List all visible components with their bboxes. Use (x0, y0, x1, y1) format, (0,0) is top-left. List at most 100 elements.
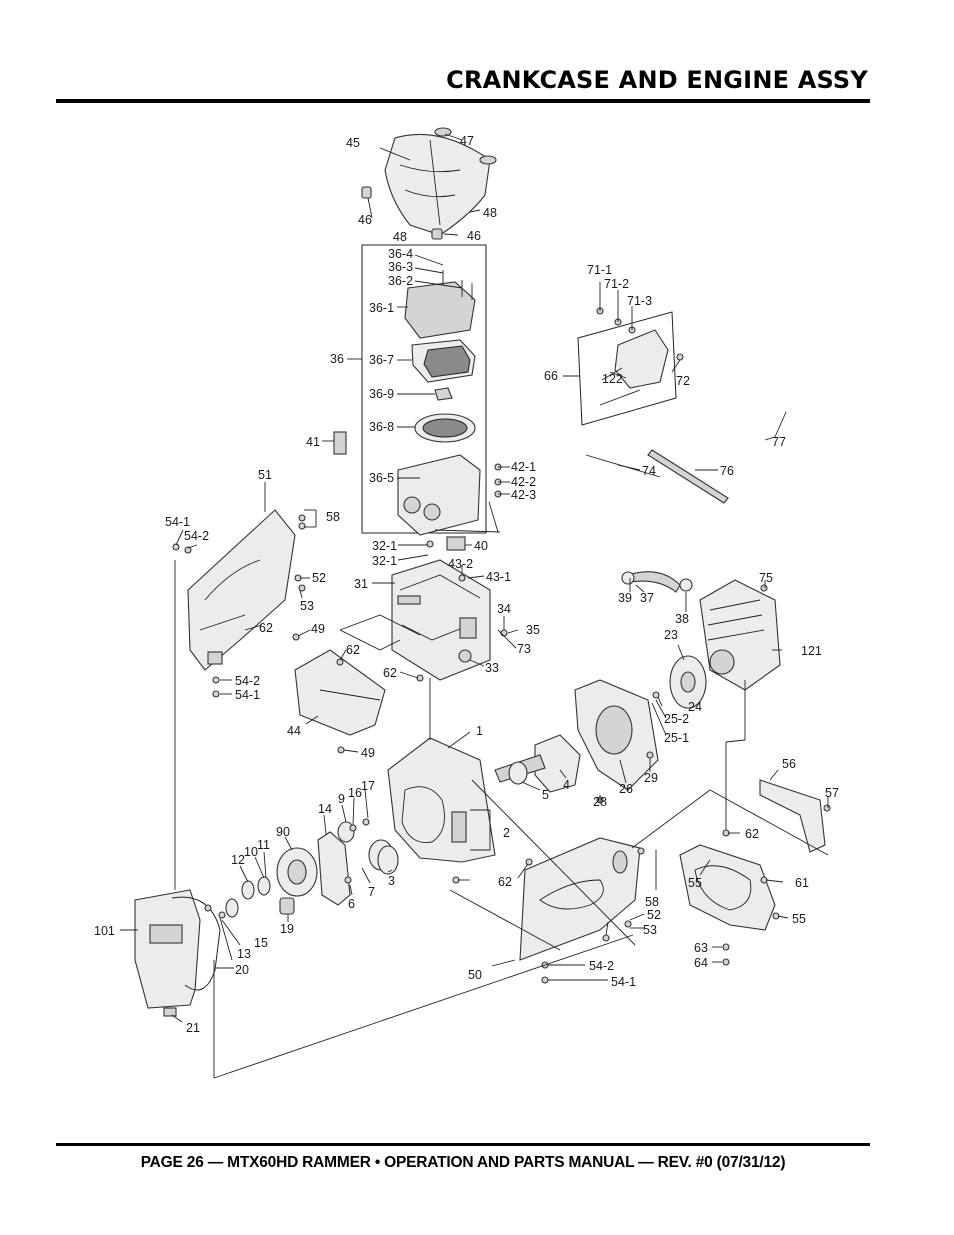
callout-31: 31 (354, 577, 368, 591)
callout-9: 9 (338, 792, 345, 806)
callout-45: 45 (346, 136, 360, 150)
callout-54-1: 54-1 (611, 975, 636, 989)
callout-44: 44 (287, 724, 301, 738)
callout-37: 37 (640, 591, 654, 605)
callout-53: 53 (643, 923, 657, 937)
callout-40: 40 (474, 539, 488, 553)
page-title: CRANKCASE AND ENGINE ASSY (446, 66, 868, 94)
callout-62: 62 (259, 621, 273, 635)
callout-62: 62 (383, 666, 397, 680)
callout-12: 12 (231, 853, 245, 867)
footer-rule (56, 1143, 870, 1146)
callout-16: 16 (348, 786, 362, 800)
callout-19: 19 (280, 922, 294, 936)
callout-53: 53 (300, 599, 314, 613)
callout-42-2: 42-2 (511, 475, 536, 489)
callout-6: 6 (348, 897, 355, 911)
callout-121: 121 (801, 644, 822, 658)
assembly-lines (120, 133, 829, 1079)
callout-3: 3 (388, 874, 395, 888)
callout-62: 62 (498, 875, 512, 889)
callout-39: 39 (618, 591, 632, 605)
callout-61: 61 (795, 876, 809, 890)
callout-14: 14 (318, 802, 332, 816)
part-illustrations (134, 127, 831, 1017)
callout-35: 35 (526, 623, 540, 637)
callout-49: 49 (361, 746, 375, 760)
callout-63: 63 (694, 941, 708, 955)
callout-36: 36 (330, 352, 344, 366)
callout-43-2: 43-2 (448, 557, 473, 571)
callout-46: 46 (467, 229, 481, 243)
callout-47: 47 (460, 134, 474, 148)
callout-73: 73 (517, 642, 531, 656)
callout-64: 64 (694, 956, 708, 970)
header-rule (56, 99, 870, 103)
callout-55: 55 (792, 912, 806, 926)
callout-49: 49 (311, 622, 325, 636)
callout-54-2: 54-2 (589, 959, 614, 973)
callout-42-1: 42-1 (511, 460, 536, 474)
callout-58: 58 (326, 510, 340, 524)
callout-32-1: 32-1 (372, 539, 397, 553)
callout-32-1: 32-1 (372, 554, 397, 568)
callout-51: 51 (258, 468, 272, 482)
callout-74: 74 (642, 464, 656, 478)
callout-21: 21 (186, 1021, 200, 1035)
callout-36-1: 36-1 (369, 301, 394, 315)
callout-5: 5 (542, 788, 549, 802)
callout-10: 10 (244, 845, 258, 859)
callout-34: 34 (497, 602, 511, 616)
page-footer: PAGE 26 — MTX60HD RAMMER • OPERATION AND… (140, 1154, 786, 1171)
callout-62: 62 (745, 827, 759, 841)
callout-24: 24 (688, 700, 702, 714)
callout-58: 58 (645, 895, 659, 909)
callout-71-2: 71-2 (604, 277, 629, 291)
callout-36-9: 36-9 (369, 387, 394, 401)
callout-15: 15 (254, 936, 268, 950)
callout-36-7: 36-7 (369, 353, 394, 367)
callout-122: 122 (602, 372, 623, 386)
callout-71-3: 71-3 (627, 294, 652, 308)
callout-36-2: 36-2 (388, 274, 413, 288)
callout-55: 55 (688, 876, 702, 890)
callout-50: 50 (468, 968, 482, 982)
callout-76: 76 (720, 464, 734, 478)
callout-77: 77 (772, 435, 786, 449)
callout-41: 41 (306, 435, 320, 449)
callout-101: 101 (94, 924, 115, 938)
callout-42-3: 42-3 (511, 488, 536, 502)
callout-52: 52 (312, 571, 326, 585)
callout-25-2: 25-2 (664, 712, 689, 726)
callout-71-1: 71-1 (587, 263, 612, 277)
callout-36-3: 36-3 (388, 260, 413, 274)
callout-1: 1 (476, 724, 483, 738)
callout-75: 75 (759, 571, 773, 585)
callout-54-2: 54-2 (184, 529, 209, 543)
callout-4: 4 (563, 778, 570, 792)
callout-46: 46 (358, 213, 372, 227)
callout-90: 90 (276, 825, 290, 839)
callout-66: 66 (544, 369, 558, 383)
callout-7: 7 (368, 885, 375, 899)
callout-52: 52 (647, 908, 661, 922)
callout-57: 57 (825, 786, 839, 800)
callout-43-1: 43-1 (486, 570, 511, 584)
callout-labels: 45 47 46 48 48 46 36-4 36-3 36-2 36-1 36… (94, 134, 839, 1035)
callout-36-8: 36-8 (369, 420, 394, 434)
callout-36-5: 36-5 (369, 471, 394, 485)
callout-25-1: 25-1 (664, 731, 689, 745)
callout-54-1: 54-1 (235, 688, 260, 702)
callout-62: 62 (346, 643, 360, 657)
callout-28: 28 (593, 795, 607, 809)
callout-17: 17 (361, 779, 375, 793)
callout-38: 38 (675, 612, 689, 626)
callout-56: 56 (782, 757, 796, 771)
callout-2: 2 (503, 826, 510, 840)
callout-54-2: 54-2 (235, 674, 260, 688)
callout-48: 48 (393, 230, 407, 244)
callout-72: 72 (676, 374, 690, 388)
callout-23: 23 (664, 628, 678, 642)
callout-36-4: 36-4 (388, 247, 413, 261)
